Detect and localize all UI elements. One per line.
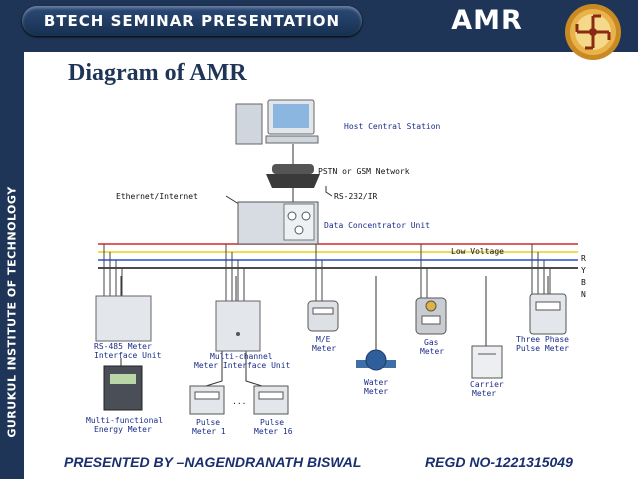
multichannel-interface-unit-icon: [215, 300, 261, 352]
host-label: Host Central Station: [344, 122, 441, 131]
carrier-meter-icon: [471, 345, 503, 379]
multifunctional-label-1: Multi-functional: [86, 416, 163, 425]
phase-b-label: B: [581, 278, 586, 287]
pulse-meter-1-icon: [189, 385, 225, 415]
institute-name: GURUKUL INSTITUTE OF TECHNOLOGY: [5, 186, 19, 438]
header-bar: BTECH SEMINAR PRESENTATION AMR: [0, 0, 638, 52]
water-label-1: Water: [364, 378, 388, 387]
pulse1-label-2: Meter 1: [192, 427, 226, 436]
host-computer-icon: [235, 99, 319, 145]
rs485-interface-unit-icon: [95, 295, 152, 342]
rs485-label-1: RS-485 Meter: [94, 342, 152, 351]
presenter-name: PRESENTED BY –NAGENDRANATH BISWAL: [64, 454, 362, 470]
pulse-meter-16-icon: [253, 385, 289, 415]
water-meter-icon: [356, 349, 396, 371]
topic-title: AMR: [451, 5, 523, 36]
low-voltage-label: Low Voltage: [451, 247, 504, 256]
me-label-2: Meter: [312, 344, 336, 353]
slide-title: Diagram of AMR: [68, 60, 247, 86]
three-phase-pulse-meter-icon: [529, 293, 567, 335]
rs232-label: RS-232/IR: [334, 192, 378, 201]
gas-label-1: Gas: [424, 338, 439, 347]
pulse-dots: ...: [232, 397, 246, 406]
ethernet-label: Ethernet/Internet: [116, 192, 198, 201]
phase-r-label: R: [581, 254, 586, 263]
registration-number: REGD NO-1221315049: [425, 454, 573, 470]
carrier-label-2: Meter: [472, 389, 496, 398]
data-concentrator-unit-icon: [237, 201, 319, 245]
three-phase-label-2: Pulse Meter: [516, 344, 569, 353]
gas-label-2: Meter: [420, 347, 444, 356]
pulse16-label-2: Meter 16: [254, 427, 293, 436]
me-meter-icon: [307, 300, 339, 332]
institute-emblem-icon: [565, 4, 621, 60]
multichannel-label-1: Multi-channel: [210, 352, 273, 361]
bus-drops: [103, 244, 551, 301]
three-phase-label-1: Three Phase: [516, 335, 569, 344]
multifunctional-label-2: Energy Meter: [94, 425, 152, 434]
amr-diagram: Host Central Station PSTN or GSM Network…: [86, 99, 586, 436]
telephone-icon: [266, 164, 320, 188]
multifunctional-energy-meter-icon: [103, 365, 143, 411]
sidebar-bar: GURUKUL INSTITUTE OF TECHNOLOGY: [0, 52, 24, 479]
gas-meter-icon: [415, 297, 447, 335]
seminar-title: BTECH SEMINAR PRESENTATION: [22, 6, 362, 36]
pulse1-label-1: Pulse: [196, 418, 220, 427]
water-label-2: Meter: [364, 387, 388, 396]
multichannel-label-2: Meter Interface Unit: [194, 361, 291, 370]
pulse16-label-1: Pulse: [260, 418, 284, 427]
phase-n-label: N: [581, 290, 586, 299]
network-label: PSTN or GSM Network: [318, 167, 410, 176]
rs485-label-2: Interface Unit: [94, 351, 162, 360]
carrier-label-1: Carrier: [470, 380, 504, 389]
phase-y-label: Y: [581, 266, 586, 275]
dcu-label: Data Concentrator Unit: [324, 221, 430, 230]
me-label-1: M/E: [316, 335, 331, 344]
